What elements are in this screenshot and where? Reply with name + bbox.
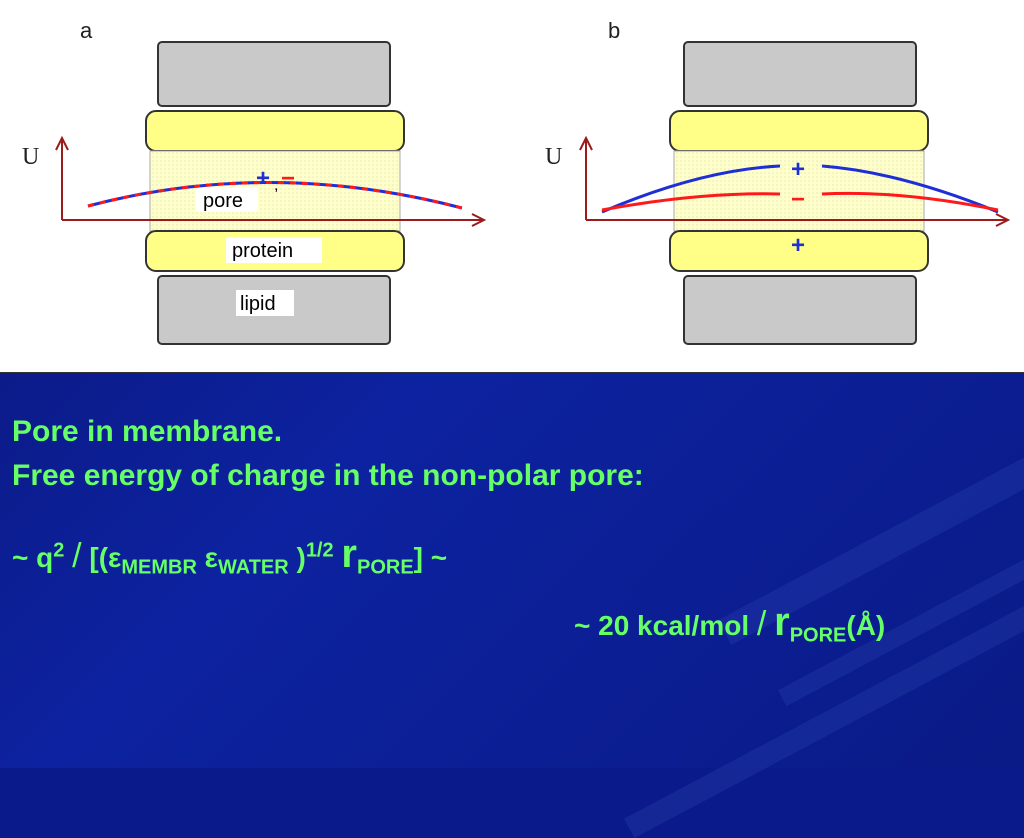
energy-formula: ~ q2 / [(εMEMBR εWATER )1/2 rPORE] ~ — [12, 532, 447, 580]
formula-close-bracket: ] ~ — [413, 542, 448, 573]
lipid-top — [157, 41, 391, 107]
pore-diagram: a pore protein lipid U + , − b — [22, 18, 1011, 345]
formula-tilde: ~ — [12, 542, 29, 573]
axis-label-u: U — [545, 144, 562, 170]
formula-water-subscript: WATER — [217, 556, 289, 579]
panel-a-label: a — [80, 18, 93, 43]
plus-charge-b-protein: + — [791, 232, 805, 259]
protein-label-box — [226, 237, 322, 263]
slide-text: Pore in membrane. Free energy of charge … — [12, 410, 1012, 498]
lipid-label-box — [236, 290, 294, 316]
x-axis-arrow — [995, 213, 1011, 227]
formula-open-bracket: [( — [89, 542, 109, 573]
formula-half-exponent: 1/2 — [305, 539, 334, 562]
protein-top — [145, 110, 405, 152]
minus-charge-b-pore: − — [791, 186, 805, 213]
lipid-top — [683, 41, 917, 107]
protein-label: protein — [232, 240, 293, 262]
estimate-r: r — [774, 600, 790, 644]
formula-membr-subscript: MEMBR — [121, 556, 197, 579]
formula-pore-subscript: PORE — [356, 556, 414, 579]
pore-label-box — [196, 188, 258, 212]
heading-line-1: Pore in membrane. — [12, 415, 283, 448]
lipid-label: lipid — [240, 293, 276, 315]
energy-curve-b-red — [601, 191, 999, 212]
estimate-prefix: ~ 20 kcal/mol — [574, 610, 750, 641]
energy-curve-a-red — [87, 181, 463, 210]
estimate-unit: (Å) — [846, 610, 886, 641]
x-axis-arrow — [471, 213, 487, 227]
y-axis-arrow — [55, 135, 69, 151]
pore-channel — [673, 150, 925, 232]
formula-q: q — [36, 542, 54, 573]
heading-line-2: Free energy of charge in the non-polar p… — [12, 459, 644, 492]
estimate-slash: / — [756, 605, 767, 643]
plus-charge-a: + — [256, 165, 270, 192]
panel-b-label: b — [608, 18, 620, 43]
energy-estimate: ~ 20 kcal/mol / rPORE(Å) — [574, 600, 885, 648]
formula-epsilon-membr: ε — [108, 542, 122, 573]
formula-slash: / — [72, 537, 82, 575]
comma-a: , — [274, 177, 278, 194]
estimate-pore-subscript: PORE — [789, 624, 847, 647]
panel-b: b U + − + — [545, 18, 1011, 345]
formula-close-paren: ) — [296, 542, 306, 573]
lipid-bottom — [683, 275, 917, 345]
protein-bottom — [669, 230, 929, 272]
plus-charge-b-pore: + — [791, 156, 805, 183]
pore-channel — [149, 150, 401, 232]
formula-q-exponent: 2 — [53, 539, 65, 562]
axis-label-u: U — [22, 144, 39, 170]
diagram-panel: a pore protein lipid U + , − b — [0, 0, 1024, 373]
formula-r: r — [341, 532, 357, 576]
formula-epsilon-water: ε — [204, 542, 218, 573]
energy-curve-b-blue — [601, 164, 999, 214]
protein-top — [669, 110, 929, 152]
pore-label: pore — [203, 190, 243, 212]
minus-charge-a: − — [281, 165, 295, 192]
panel-a: a pore protein lipid U + , − — [22, 18, 487, 345]
y-axis-arrow — [579, 135, 593, 151]
